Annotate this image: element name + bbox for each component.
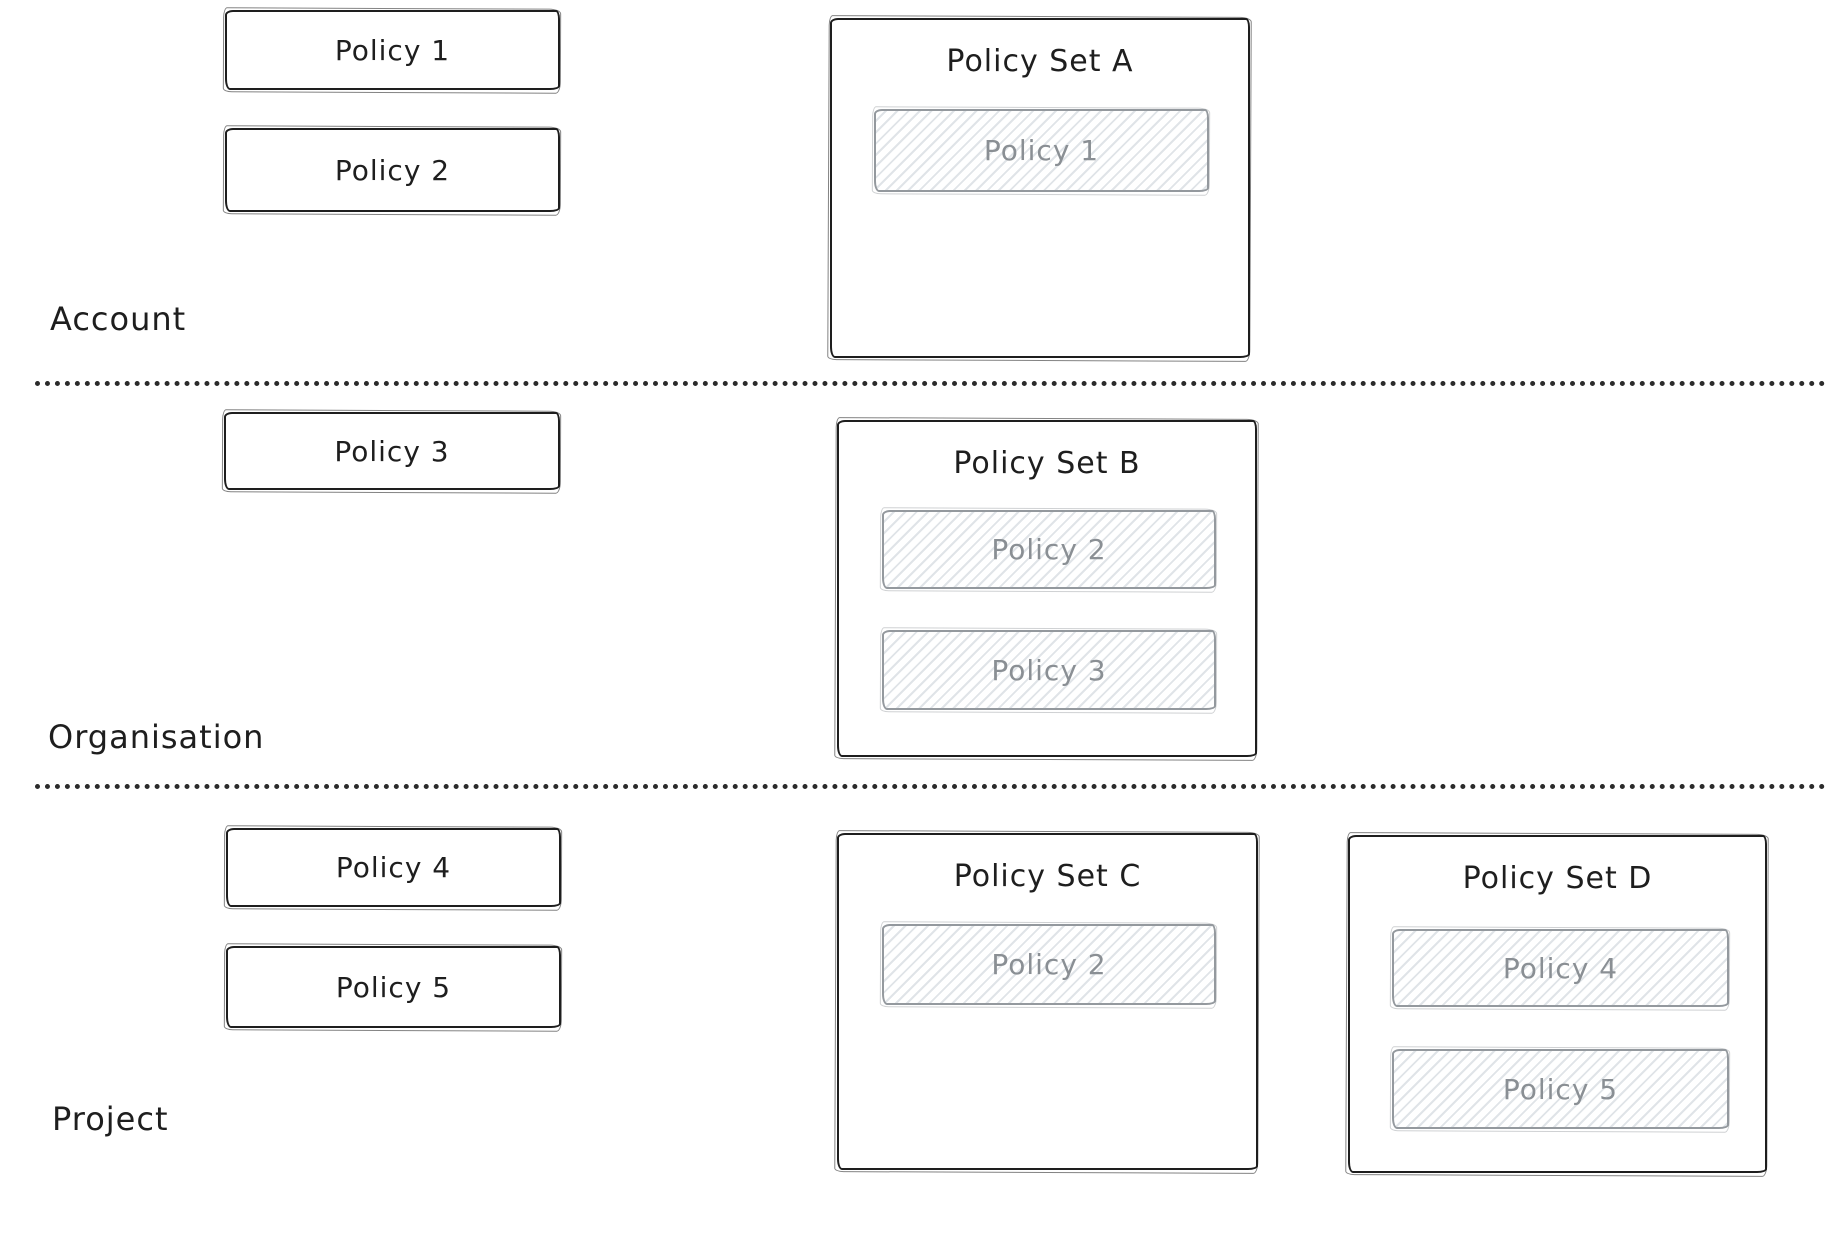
policy-label: Policy 5 xyxy=(335,970,452,1004)
policy-label: Policy 5 xyxy=(1502,1072,1619,1106)
organisation-project-divider xyxy=(35,784,1826,789)
policy-label: Policy 2 xyxy=(991,948,1107,981)
policy-set-c-title: Policy Set C xyxy=(953,859,1142,894)
policy-4-box: Policy 4 xyxy=(226,828,561,907)
policy-label: Policy 3 xyxy=(991,653,1107,687)
policy-set-d-title: Policy Set D xyxy=(1462,861,1653,896)
policy-set-b-member-policy-3: Policy 3 xyxy=(882,630,1216,710)
account-organisation-divider xyxy=(35,381,1826,386)
policy-set-b: Policy Set B Policy 2 Policy 3 xyxy=(837,420,1257,757)
policy-label: Policy 4 xyxy=(335,851,452,884)
policy-set-a-title: Policy Set A xyxy=(946,44,1134,79)
policy-5-box: Policy 5 xyxy=(226,946,561,1028)
policy-set-d: Policy Set D Policy 4 Policy 5 xyxy=(1348,835,1767,1173)
policy-label: Policy 1 xyxy=(983,134,1100,167)
policy-2-box: Policy 2 xyxy=(225,128,560,212)
project-level-label: Project xyxy=(52,1100,169,1138)
policy-set-d-member-policy-4: Policy 4 xyxy=(1392,929,1729,1007)
policy-set-a: Policy Set A Policy 1 xyxy=(830,18,1250,358)
policy-set-a-member-policy-1: Policy 1 xyxy=(874,109,1209,192)
policy-label: Policy 3 xyxy=(334,434,450,468)
organisation-level-label: Organisation xyxy=(48,718,265,756)
policy-set-c-member-policy-2: Policy 2 xyxy=(882,924,1216,1005)
policy-set-d-member-policy-5: Policy 5 xyxy=(1392,1049,1729,1129)
policy-3-box: Policy 3 xyxy=(224,412,560,490)
policy-1-box: Policy 1 xyxy=(225,10,560,90)
policy-label: Policy 2 xyxy=(334,153,451,187)
policy-label: Policy 4 xyxy=(1502,951,1619,985)
policy-set-c: Policy Set C Policy 2 xyxy=(837,833,1258,1170)
policy-label: Policy 2 xyxy=(991,533,1107,566)
policy-set-b-member-policy-2: Policy 2 xyxy=(882,510,1216,589)
account-level-label: Account xyxy=(50,300,187,338)
policy-label: Policy 1 xyxy=(334,33,451,67)
policy-set-b-title: Policy Set B xyxy=(953,446,1141,481)
